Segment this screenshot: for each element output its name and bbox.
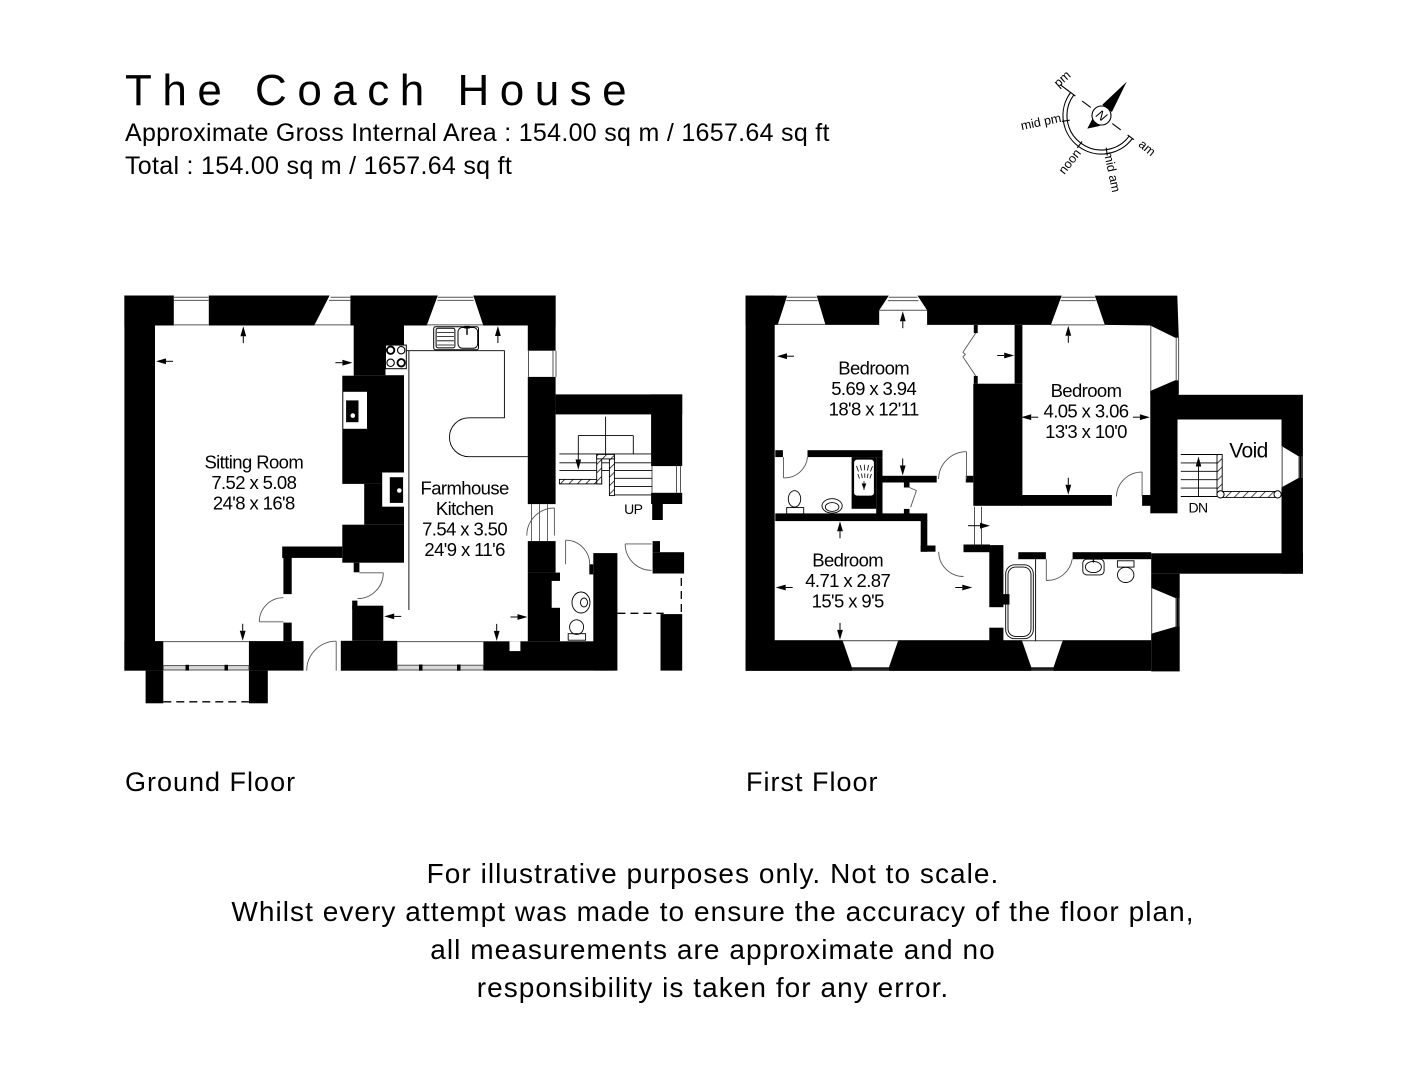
- svg-text:7.54 x 3.50: 7.54 x 3.50: [422, 518, 507, 539]
- svg-text:Total : 154.00 sq m / 1657.64: Total : 154.00 sq m / 1657.64 sq ft: [125, 152, 512, 180]
- svg-text:Ground Floor: Ground Floor: [125, 767, 296, 797]
- svg-text:Approximate Gross Internal Are: Approximate Gross Internal Area : 154.00…: [125, 119, 830, 147]
- svg-text:24'8 x 16'8: 24'8 x 16'8: [213, 492, 295, 513]
- svg-text:Sitting Room: Sitting Room: [204, 451, 303, 472]
- svg-text:7.52 x 5.08: 7.52 x 5.08: [211, 472, 296, 493]
- svg-text:Whilst every attempt was made: Whilst every attempt was made to ensure …: [231, 896, 1194, 927]
- svg-text:responsibility is taken for an: responsibility is taken for any error.: [477, 972, 950, 1003]
- svg-text:For illustrative purposes only: For illustrative purposes only. Not to s…: [427, 858, 1000, 889]
- svg-text:Bedroom: Bedroom: [1051, 380, 1122, 401]
- svg-text:Farmhouse: Farmhouse: [421, 477, 509, 498]
- svg-text:First Floor: First Floor: [746, 767, 879, 797]
- svg-text:Kitchen: Kitchen: [436, 498, 494, 519]
- svg-text:4.05 x 3.06: 4.05 x 3.06: [1044, 400, 1129, 421]
- svg-text:15'5 x 9'5: 15'5 x 9'5: [812, 591, 884, 612]
- svg-text:all measurements are approxima: all measurements are approximate and no: [430, 934, 995, 965]
- svg-text:24'9 x 11'6: 24'9 x 11'6: [424, 539, 505, 560]
- svg-text:Void: Void: [1229, 440, 1267, 463]
- svg-text:Bedroom: Bedroom: [812, 550, 883, 571]
- svg-text:DN: DN: [1188, 500, 1207, 516]
- svg-text:4.71 x 2.87: 4.71 x 2.87: [805, 570, 890, 591]
- svg-text:UP: UP: [624, 501, 643, 517]
- svg-text:Bedroom: Bedroom: [838, 358, 909, 379]
- svg-text:The Coach House: The Coach House: [125, 66, 637, 115]
- svg-text:5.69 x 3.94: 5.69 x 3.94: [831, 378, 916, 399]
- svg-text:18'8 x 12'11: 18'8 x 12'11: [829, 399, 919, 420]
- svg-text:13'3 x 10'0: 13'3 x 10'0: [1045, 421, 1127, 442]
